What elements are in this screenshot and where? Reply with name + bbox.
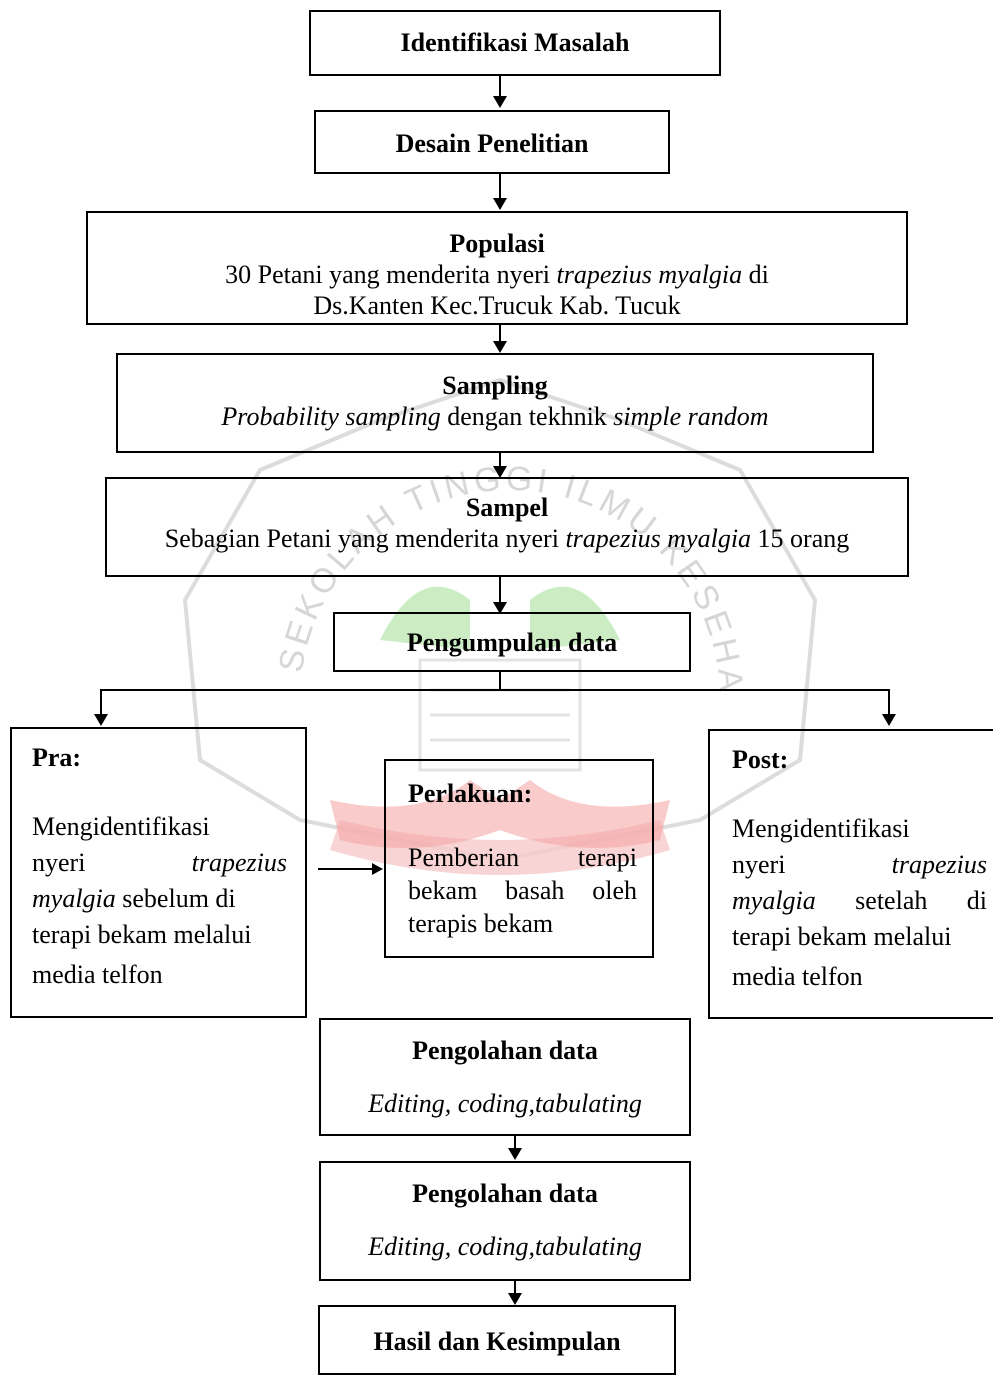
- pra-line-4: terapi bekam melalui: [32, 920, 252, 949]
- post-line-5: media telfon: [732, 962, 863, 991]
- populasi-title: Populasi: [449, 229, 545, 258]
- connector-5: [499, 577, 501, 605]
- pra-line-1: Mengidentifikasi: [32, 812, 210, 841]
- pengolahan2-sub: Editing, coding,tabulating: [368, 1232, 642, 1261]
- post-line-1: Mengidentifikasi: [732, 814, 910, 843]
- pengumpulan-label: Pengumpulan data: [406, 628, 618, 657]
- sampling-b: dengan tekhnik: [440, 402, 614, 431]
- box-pra: Pra: Mengidentifikasi nyeri trapezius mya…: [10, 727, 307, 1018]
- box-pengolahan-data-1: Pengolahan data Editing, coding,tabulati…: [319, 1018, 691, 1136]
- post-line-4: terapi bekam melalui: [732, 922, 952, 951]
- pra-line-2-b: trapezius: [191, 848, 287, 877]
- perlakuan-line-2-b: basah: [505, 876, 565, 905]
- pra-line-3-a: myalgia: [32, 884, 116, 913]
- sampel-title: Sampel: [465, 493, 549, 522]
- box-pengumpulan-data: Pengumpulan data: [333, 612, 691, 672]
- populasi-line-2: Ds.Kanten Kec.Trucuk Kab. Tucuk: [313, 291, 681, 320]
- box-hasil-kesimpulan: Hasil dan Kesimpulan: [318, 1305, 676, 1375]
- sampel-b: trapezius myalgia: [565, 524, 752, 553]
- pra-line-3-b: sebelum di: [115, 884, 236, 913]
- perlakuan-line-2-a: bekam: [408, 876, 478, 905]
- post-line-3-c: di: [966, 886, 987, 915]
- arrow-to-perlakuan: [372, 863, 383, 875]
- pengolahan1-sub: Editing, coding,tabulating: [368, 1089, 642, 1118]
- box-populasi: Populasi 30 Petani yang menderita nyeri …: [86, 211, 908, 325]
- sampling-c: simple random: [613, 402, 769, 431]
- arrow-6: [508, 1148, 522, 1160]
- box-desain-label: Desain Penelitian: [395, 129, 589, 158]
- arrow-3: [493, 341, 507, 353]
- arrow-to-pra: [94, 714, 108, 726]
- pra-line-3: myalgia sebelum di: [32, 881, 287, 917]
- pengolahan2-title: Pengolahan data: [412, 1179, 598, 1208]
- watermark-arc-text: SEKOLAH TINGGI ILMU KESEHATAN: [0, 0, 746, 694]
- box-perlakuan: Perlakuan: Pemberian terapi bekam basah ole…: [384, 759, 654, 958]
- arrow-1: [493, 96, 507, 108]
- post-body: Mengidentifikasi nyeri trapezius myalgia s…: [732, 811, 987, 995]
- box-identifikasi-label: Identifikasi Masalah: [400, 28, 630, 57]
- pengolahan1-title: Pengolahan data: [412, 1036, 598, 1065]
- box-sampel: Sampel Sebagian Petani yang menderita ny…: [105, 477, 909, 577]
- box-pengolahan-data-2: Pengolahan data Editing, coding,tabulati…: [319, 1161, 691, 1281]
- arrow-4: [493, 466, 507, 478]
- sampling-line: Probability sampling dengan tekhnik simp…: [118, 401, 872, 432]
- arrow-2: [493, 198, 507, 210]
- connector-2: [499, 174, 501, 200]
- post-line-2-b: trapezius: [891, 850, 987, 879]
- connector-branch-right: [888, 689, 890, 715]
- connector-branch-horizontal: [100, 689, 890, 691]
- perlakuan-line-2: bekam basah oleh: [408, 874, 637, 907]
- connector-branch-stem: [499, 672, 501, 690]
- sampling-title: Sampling: [442, 371, 548, 400]
- post-title: Post:: [732, 745, 789, 774]
- box-sampling: Sampling Probability sampling dengan tek…: [116, 353, 874, 453]
- connector-3: [499, 325, 501, 343]
- hasil-label: Hasil dan Kesimpulan: [373, 1327, 621, 1356]
- connector-branch-left: [100, 689, 102, 715]
- sampel-line: Sebagian Petani yang menderita nyeri tra…: [107, 523, 907, 554]
- perlakuan-line-1-a: Pemberian: [408, 843, 520, 872]
- connector-4: [499, 453, 501, 469]
- perlakuan-body: Pemberian terapi bekam basah oleh terapis b…: [408, 841, 637, 940]
- post-line-3: myalgia setelah di: [732, 883, 987, 919]
- connector-pra-perlakuan: [318, 868, 374, 870]
- sampel-a: Sebagian Petani yang menderita nyeri: [164, 524, 566, 553]
- sampel-c: 15 orang: [751, 524, 850, 553]
- connector-7: [514, 1281, 516, 1295]
- pra-line-5: media telfon: [32, 960, 163, 989]
- arrow-5: [493, 602, 507, 614]
- arrow-to-post: [882, 714, 896, 726]
- perlakuan-line-1: Pemberian terapi: [408, 841, 637, 874]
- pra-line-2-a: nyeri: [32, 848, 86, 877]
- post-line-2: nyeri trapezius: [732, 847, 987, 883]
- box-desain-penelitian: Desain Penelitian: [314, 110, 670, 174]
- perlakuan-line-1-b: terapi: [577, 843, 637, 872]
- box-post: Post: Mengidentifikasi nyeri trapezius my…: [708, 729, 993, 1019]
- post-line-3-a: myalgia: [732, 886, 816, 915]
- connector-6: [514, 1136, 516, 1150]
- arrow-7: [508, 1293, 522, 1305]
- post-line-3-b: setelah: [855, 886, 928, 915]
- svg-text:SEKOLAH TINGGI ILMU KESEHATAN: SEKOLAH TINGGI ILMU KESEHATAN: [0, 0, 750, 694]
- pra-title: Pra:: [32, 743, 82, 772]
- populasi-line-1: 30 Petani yang menderita nyeri trapezius…: [88, 259, 906, 290]
- pra-line-2: nyeri trapezius: [32, 845, 287, 881]
- connector-1: [499, 76, 501, 98]
- perlakuan-line-2-c: oleh: [592, 876, 637, 905]
- post-line-2-a: nyeri: [732, 850, 786, 879]
- perlakuan-line-3: terapis bekam: [408, 909, 554, 938]
- sampling-a: Probability sampling: [221, 402, 441, 431]
- populasi-line-1-b: trapezius myalgia: [556, 260, 743, 289]
- pra-body: Mengidentifikasi nyeri trapezius myalgia …: [32, 809, 287, 993]
- populasi-line-1-c: di: [742, 260, 769, 289]
- populasi-line-1-a: 30 Petani yang menderita nyeri: [225, 260, 557, 289]
- box-identifikasi-masalah: Identifikasi Masalah: [309, 10, 721, 76]
- perlakuan-title: Perlakuan:: [408, 779, 533, 808]
